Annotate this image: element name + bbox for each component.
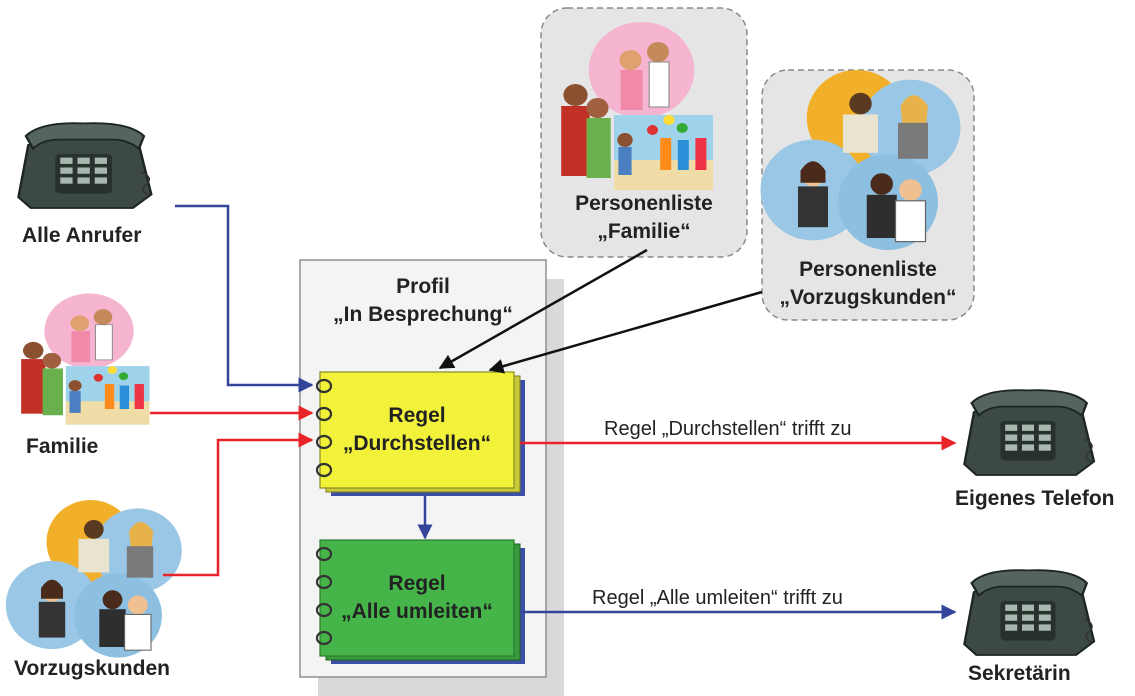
profile-title-line2: „In Besprechung“ — [333, 303, 513, 326]
rule-forward-line1: Regel — [388, 404, 446, 427]
edge-family-list-to-rule — [438, 248, 648, 370]
rule-forward-notebook — [315, 371, 525, 496]
person-list-family-title: Personenliste „Familie“ — [541, 190, 747, 246]
profile-title: Profil „In Besprechung“ — [300, 273, 546, 329]
source-all-callers-label: Alle Anrufer — [22, 224, 142, 247]
own-phone-icon — [963, 389, 1096, 477]
edge-customers-to-rule — [163, 432, 314, 577]
rule-forward-title: Regel „Durchstellen“ — [320, 402, 514, 458]
person-list-customers-line2: „Vorzugskunden“ — [779, 286, 957, 309]
target-own-phone-label: Eigenes Telefon — [955, 487, 1115, 510]
person-list-family-line2: „Familie“ — [597, 220, 691, 243]
profile-title-line1: Profil — [396, 275, 450, 298]
edge-redirect-label: Regel „Alle umleiten“ trifft zu — [592, 587, 843, 609]
rule-redirect-notebook — [315, 539, 525, 664]
person-list-customers-title: Personenliste „Vorzugskunden“ — [762, 256, 974, 312]
person-list-customers-line1: Personenliste — [799, 258, 937, 281]
target-secretary-label: Sekretärin — [968, 662, 1071, 685]
edge-customers-list-to-rule — [488, 290, 763, 374]
person-list-family-line1: Personenliste — [575, 192, 713, 215]
customers-source-illustration — [5, 499, 183, 659]
source-phone-icon — [17, 121, 153, 210]
rule-redirect-line2: „Alle umleiten“ — [341, 600, 493, 623]
rule-redirect-line1: Regel — [388, 572, 446, 595]
source-customers-label: Vorzugskunden — [14, 657, 170, 680]
rule-forward-line2: „Durchstellen“ — [342, 432, 492, 455]
edge-all-callers-to-rule — [175, 204, 314, 393]
secretary-phone-icon — [963, 569, 1096, 657]
rule-redirect-title: Regel „Alle umleiten“ — [320, 570, 514, 626]
family-source-illustration — [20, 293, 150, 426]
source-family-label: Familie — [26, 435, 99, 458]
edge-forward-label: Regel „Durchstellen“ trifft zu — [604, 418, 852, 440]
